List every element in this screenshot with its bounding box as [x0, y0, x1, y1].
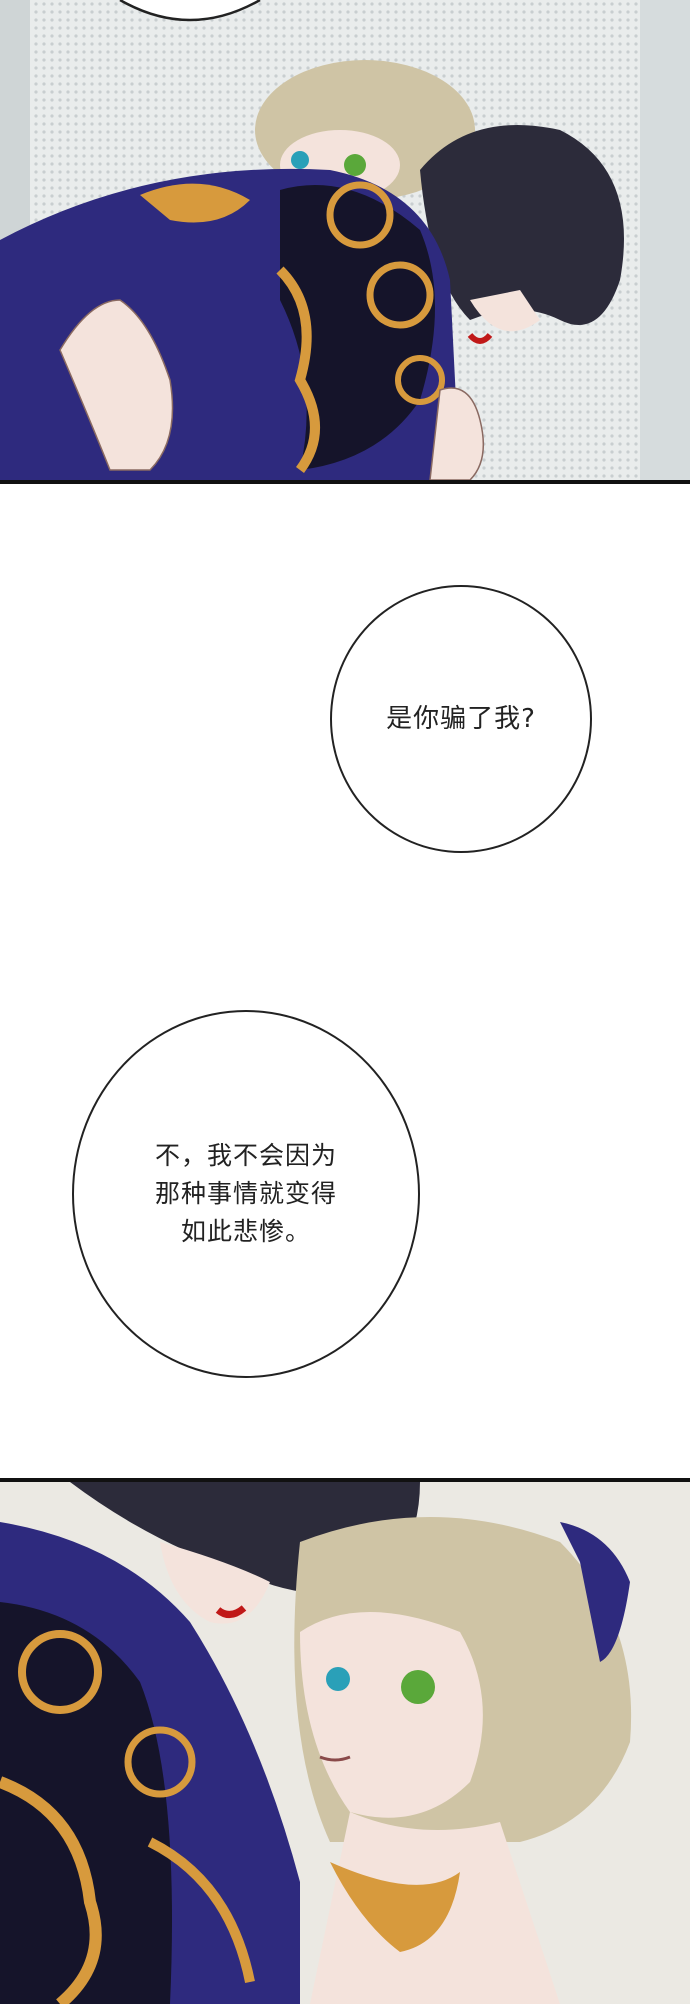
blood-mark — [467, 332, 493, 344]
closeup-illustration — [0, 1482, 690, 2004]
dialogue-line-2: 不，我不会因为 那种事情就变得 如此悲惨。 — [154, 1141, 337, 1246]
right-hand — [429, 387, 485, 480]
comic-panel-bottom — [0, 1478, 690, 2004]
green-eye — [401, 1670, 435, 1704]
speech-bubble-2: 不，我不会因为 那种事情就变得 如此悲惨。 — [72, 1010, 420, 1378]
hair-ribbon — [560, 1522, 630, 1662]
dialogue-line-1: 是你骗了我? — [386, 704, 536, 734]
gold-medallion-3 — [395, 355, 445, 405]
lace-collar — [330, 1862, 460, 1952]
left-hand — [59, 299, 174, 471]
dark-hair — [420, 125, 624, 325]
green-eye — [344, 154, 366, 176]
gold-medallion-2 — [124, 1726, 196, 1798]
gold-trim-1 — [0, 1776, 102, 2004]
gold-medallion-1 — [326, 181, 394, 249]
comic-panel-top — [0, 0, 690, 484]
gold-shoulder-pattern — [140, 183, 250, 223]
bubble-edge — [119, 0, 261, 22]
blue-eye — [291, 151, 309, 169]
gold-trim-2 — [147, 1837, 255, 1983]
blue-eye — [326, 1667, 350, 1691]
blood-mark — [215, 1605, 247, 1618]
robe-collar — [280, 185, 435, 470]
embrace-illustration — [0, 0, 690, 480]
gold-trim — [276, 266, 320, 473]
gold-medallion-2 — [366, 261, 434, 329]
dark-hair-face — [160, 1542, 270, 1624]
background-wall — [640, 0, 690, 480]
speech-bubble-1: 是你骗了我? — [330, 585, 592, 853]
gold-medallion-1 — [18, 1630, 102, 1714]
blonde-face — [300, 1612, 483, 1818]
mouth — [319, 1755, 351, 1762]
dark-hair-face — [470, 290, 540, 332]
